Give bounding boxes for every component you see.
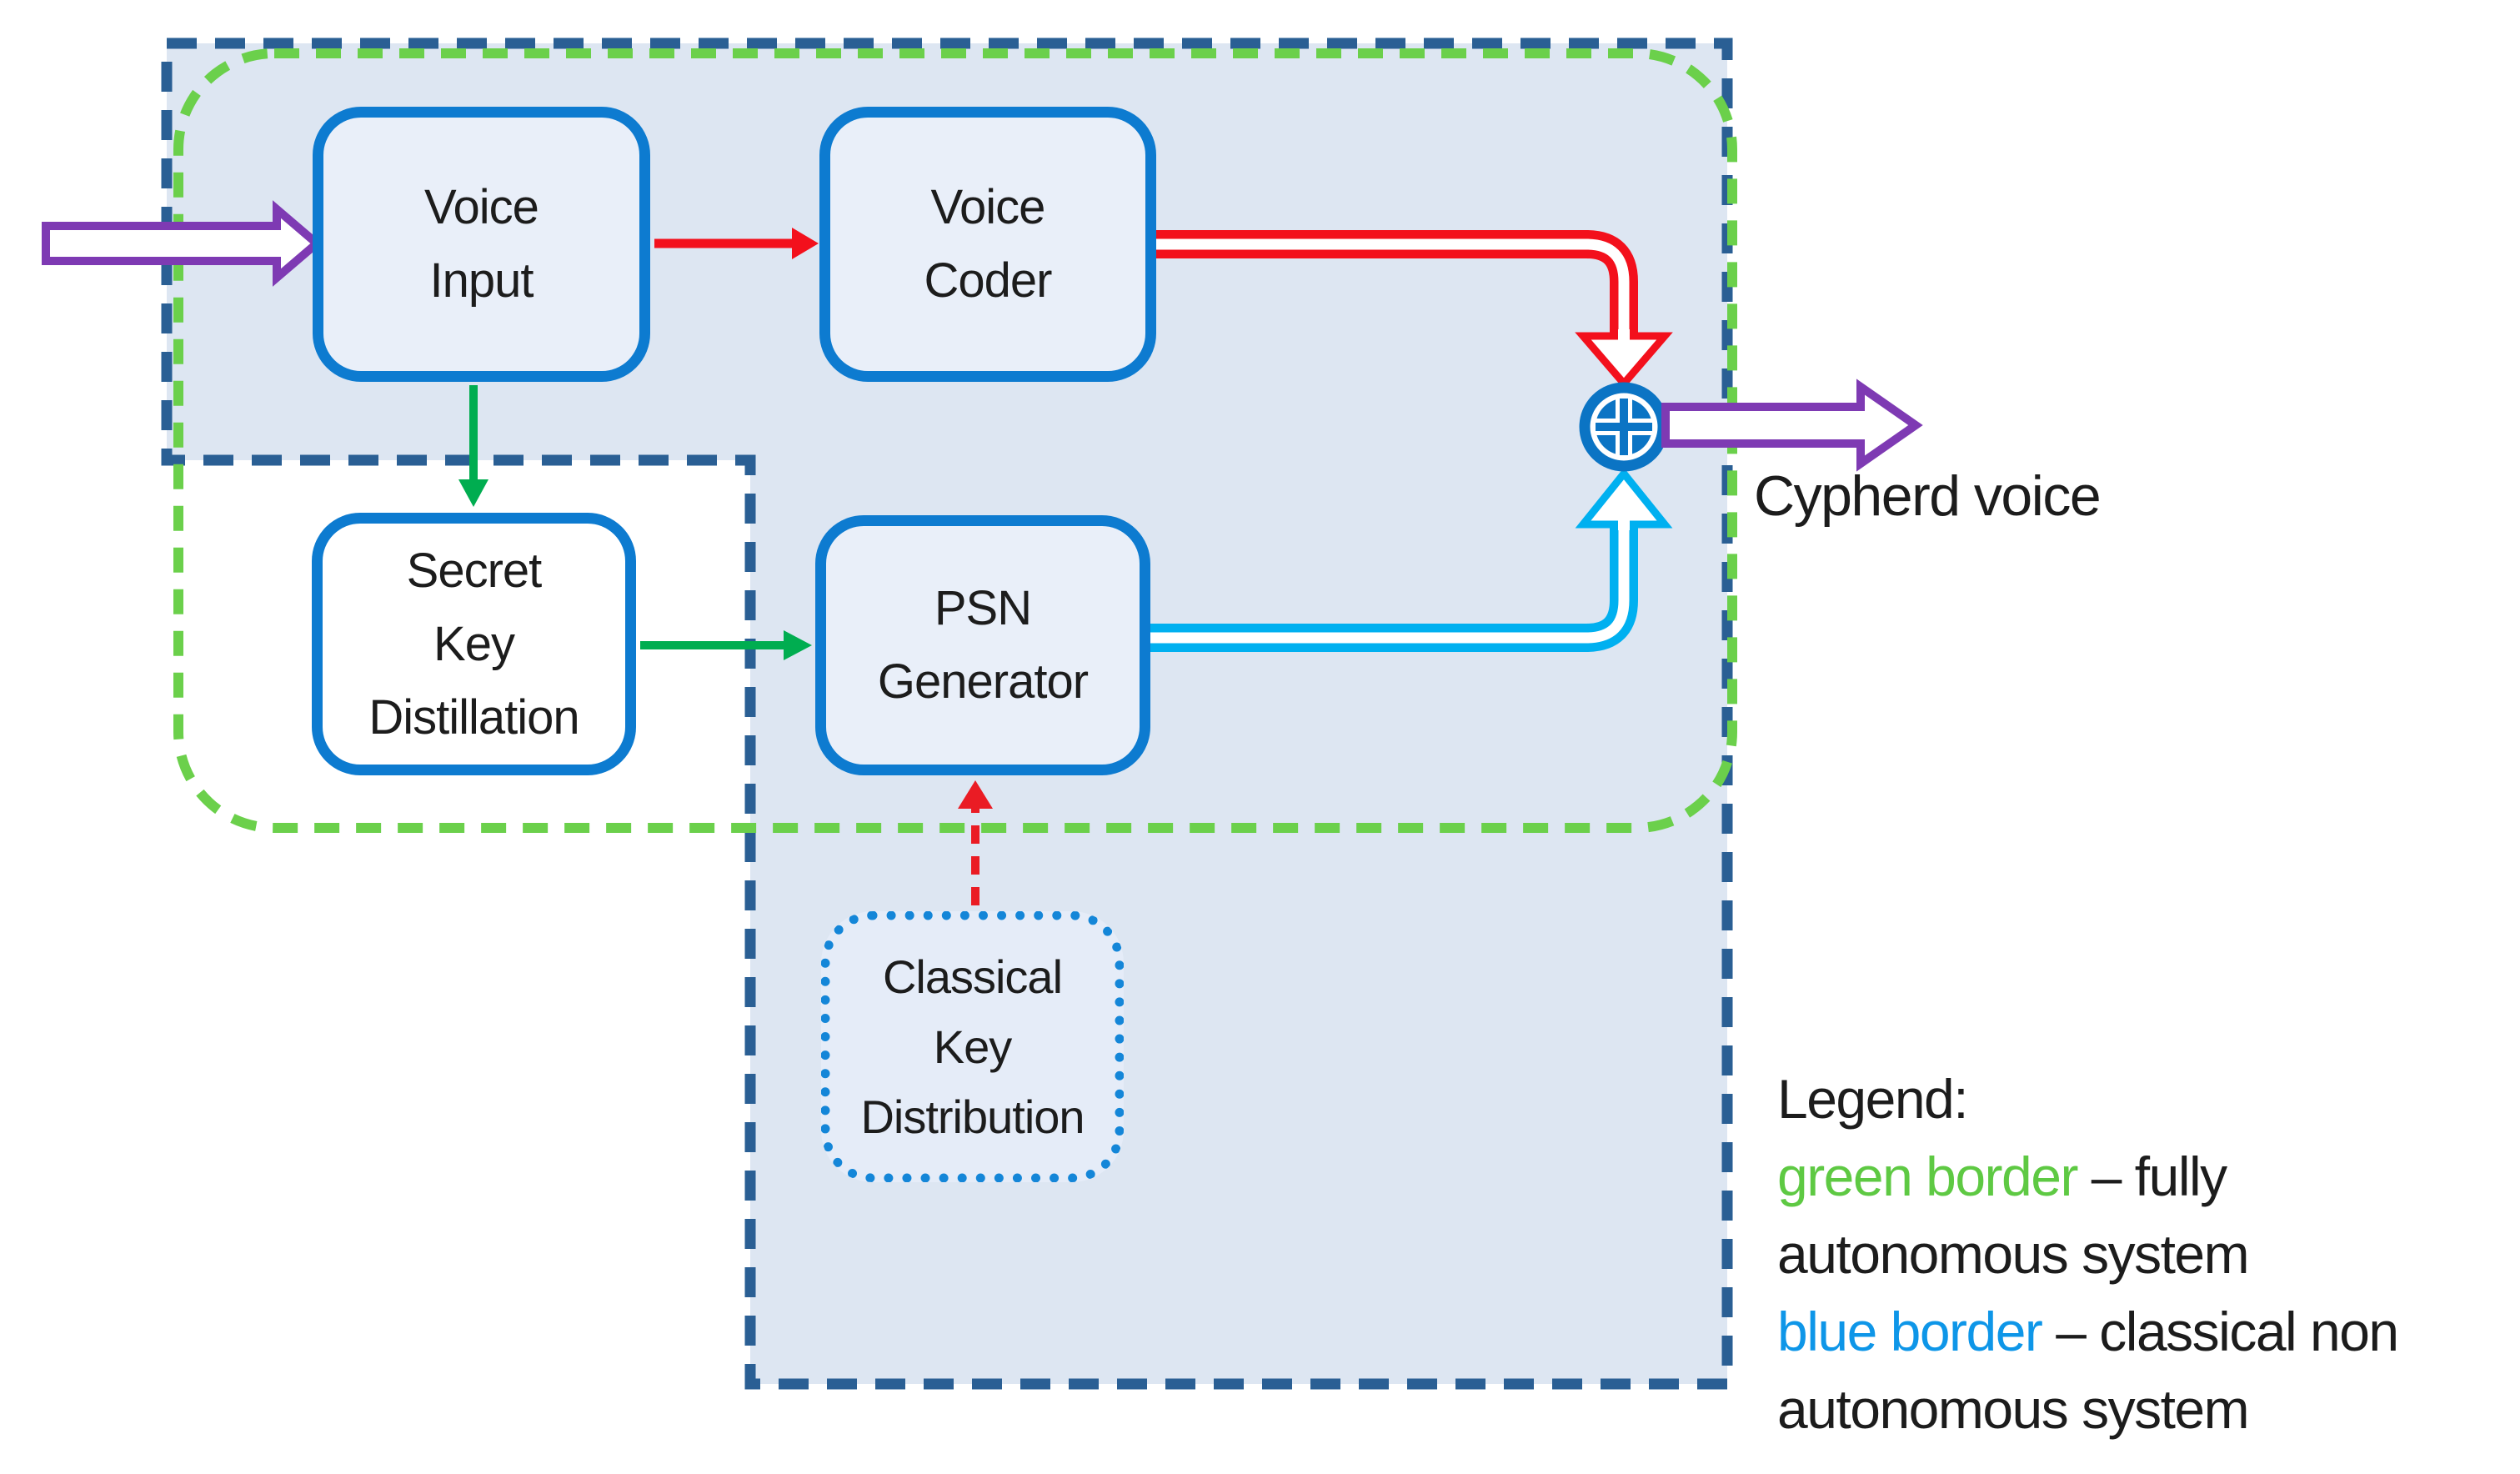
purple-output-arrow bbox=[1661, 379, 1923, 472]
red-dashed-arrow bbox=[958, 780, 993, 905]
voice-coder-box: Voice Coder bbox=[819, 107, 1156, 382]
voice-input-box: Voice Input bbox=[313, 107, 650, 382]
blue-dashed-border bbox=[161, 38, 1733, 1390]
legend: Legend: green border – fully autonomous … bbox=[1777, 1060, 2399, 1448]
classical-key-distribution-box: Classical Key Distribution bbox=[821, 911, 1124, 1182]
cypherd-voice-label: Cypherd voice bbox=[1754, 464, 2102, 528]
legend-green-term: green border bbox=[1777, 1146, 2078, 1207]
legend-blue-line2: autonomous system bbox=[1777, 1378, 2250, 1440]
psn-generator-box: PSN Generator bbox=[815, 515, 1150, 775]
purple-input-arrow bbox=[42, 200, 323, 287]
legend-green-line: green border – fully bbox=[1777, 1138, 2398, 1216]
legend-title: Legend: bbox=[1777, 1068, 1969, 1130]
green-arrow-right bbox=[640, 630, 812, 660]
legend-green-rest: – fully bbox=[2077, 1146, 2227, 1207]
legend-green-line2: autonomous system bbox=[1777, 1223, 2250, 1285]
legend-blue-term: blue border bbox=[1777, 1301, 2043, 1362]
xor-icon bbox=[1579, 382, 1669, 472]
legend-blue-rest: – classical non bbox=[2042, 1301, 2399, 1362]
red-double-arrow bbox=[1156, 230, 1673, 389]
red-arrow-right bbox=[654, 228, 819, 259]
cyan-double-arrow bbox=[1149, 467, 1673, 652]
green-arrow-down bbox=[458, 385, 488, 507]
secret-key-distillation-box: Secret Key Distillation bbox=[312, 513, 636, 775]
legend-blue-line: blue border – classical non bbox=[1777, 1293, 2399, 1371]
